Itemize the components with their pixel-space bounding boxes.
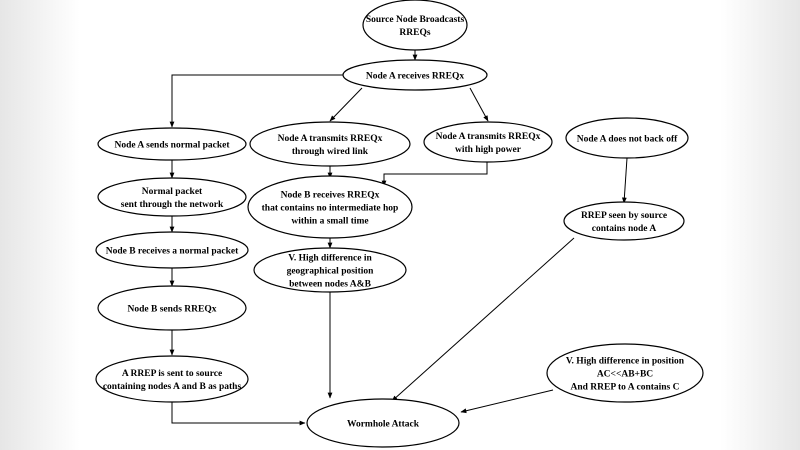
node-a-no-backoff: Node A does not back off — [565, 117, 689, 159]
node-shape — [306, 398, 460, 448]
node-label: Normal packet — [142, 187, 203, 197]
node-label: that contains no intermediate hop — [262, 204, 399, 214]
node-shape — [97, 127, 247, 161]
node-shape — [253, 247, 407, 293]
node-label: sent through the network — [121, 200, 224, 210]
node-shape — [95, 355, 249, 403]
node-label: with high power — [455, 145, 522, 155]
node-shape — [546, 343, 704, 403]
node-label: containing nodes A and B as paths — [103, 382, 242, 392]
node-shape — [247, 175, 413, 239]
node-label: between nodes A&B — [289, 280, 371, 290]
node-b-receives-normal: Node B receives a normal packet — [95, 231, 249, 269]
node-label: A RREP is sent to source — [122, 369, 222, 379]
edge-rrep-paths-to-wormhole — [171, 402, 306, 426]
node-label: Node A transmits RREQx — [278, 134, 383, 144]
node-normal-packet: Normal packet sent through the network — [97, 177, 247, 217]
edge-position-diff-to-wormhole — [460, 389, 554, 414]
edges — [169, 50, 628, 426]
node-wormhole: Wormhole Attack — [306, 398, 460, 448]
edge-a-receives-to-wired — [329, 87, 363, 122]
edge-a-receives-to-high-power — [469, 87, 489, 122]
edge-a-receives-to-sends-normal — [169, 74, 344, 128]
node-shape — [249, 121, 411, 167]
node-label: geographical position — [287, 267, 375, 277]
node-label: Node B sends RREQx — [128, 305, 217, 315]
node-shape — [95, 231, 249, 269]
node-label: AC<<AB+BC — [597, 370, 653, 380]
node-a-sends-normal: Node A sends normal packet — [97, 127, 247, 161]
node-label: V. High difference in — [288, 254, 372, 264]
node-shape — [97, 285, 247, 331]
node-a-high-power: Node A transmits RREQx with high power — [423, 121, 553, 163]
node-label: RREP seen by source — [581, 211, 667, 221]
node-label: Node A sends normal packet — [114, 141, 230, 151]
node-label: Node A transmits RREQx — [436, 132, 541, 142]
node-label: RREQs — [399, 28, 430, 38]
node-label: within a small time — [291, 217, 368, 227]
node-shape — [97, 177, 247, 217]
node-shape — [362, 0, 468, 51]
edge-rrep-seen-to-wormhole — [391, 237, 575, 402]
node-shape — [342, 59, 488, 91]
edge-high-power-to-b-receives-rreq — [381, 162, 488, 187]
node-label: V. High difference in position — [566, 357, 685, 367]
node-a-wired: Node A transmits RREQx through wired link — [249, 121, 411, 167]
node-label: contains node A — [592, 224, 657, 234]
node-rrep-seen: RREP seen by source contains node A — [563, 201, 685, 241]
node-label: through wired link — [292, 147, 369, 157]
node-a-receives: Node A receives RREQx — [342, 59, 488, 91]
node-label: Node B receives a normal packet — [106, 247, 239, 257]
node-label: Wormhole Attack — [347, 420, 420, 430]
node-b-sends: Node B sends RREQx — [97, 285, 247, 331]
node-label: And RREP to A contains C — [570, 383, 679, 393]
node-label: Node A receives RREQx — [366, 72, 464, 82]
node-shape — [565, 117, 689, 159]
node-rrep-paths: A RREP is sent to source containing nodes… — [95, 355, 249, 403]
node-label: Node B receives RREQx — [281, 191, 380, 201]
node-label: Source Node Broadcasts — [366, 15, 465, 25]
node-b-receives-rreq: Node B receives RREQx that contains no in… — [247, 175, 413, 239]
edge-no-backoff-to-rrep-seen — [621, 157, 628, 204]
node-shape — [563, 201, 685, 241]
node-label: Node A does not back off — [577, 135, 678, 145]
node-shape — [423, 121, 553, 163]
node-geo-difference: V. High difference in geographical positi… — [253, 247, 407, 293]
